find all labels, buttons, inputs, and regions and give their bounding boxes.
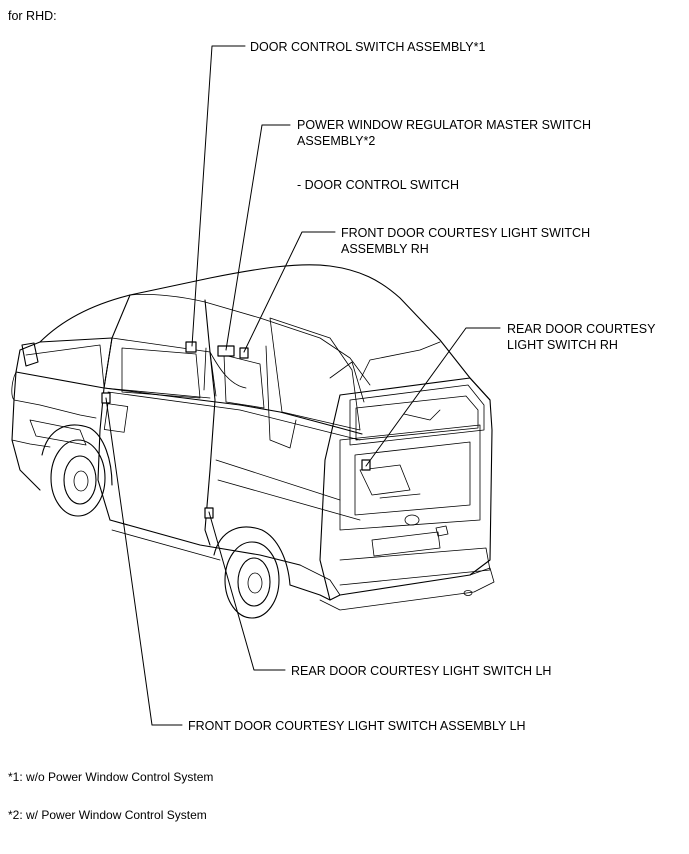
diagram-header: for RHD: [8, 9, 57, 23]
callout-power-window-master-switch-line1: POWER WINDOW REGULATOR MASTER SWITCH [297, 118, 591, 132]
callout-front-door-courtesy-lh: FRONT DOOR COURTESY LIGHT SWITCH ASSEMBL… [188, 719, 526, 733]
callout-door-control-switch-assembly: DOOR CONTROL SWITCH ASSEMBLY*1 [250, 40, 486, 54]
callout-front-door-courtesy-rh-line2: ASSEMBLY RH [341, 242, 429, 256]
callout-front-door-courtesy-rh-line1: FRONT DOOR COURTESY LIGHT SWITCH [341, 226, 591, 240]
callout-door-control-switch: - DOOR CONTROL SWITCH [297, 178, 460, 192]
footnote-2: *2: w/ Power Window Control System [8, 808, 207, 822]
callout-rear-door-courtesy-rh-line2: LIGHT SWITCH RH [507, 338, 618, 352]
callout-rear-door-courtesy-rh-line1: REAR DOOR COURTESY [507, 322, 656, 336]
callout-rear-door-courtesy-lh: REAR DOOR COURTESY LIGHT SWITCH LH [291, 664, 552, 678]
callout-power-window-master-switch-line2: ASSEMBLY*2 [297, 134, 376, 148]
footnote-1: *1: w/o Power Window Control System [8, 770, 214, 784]
